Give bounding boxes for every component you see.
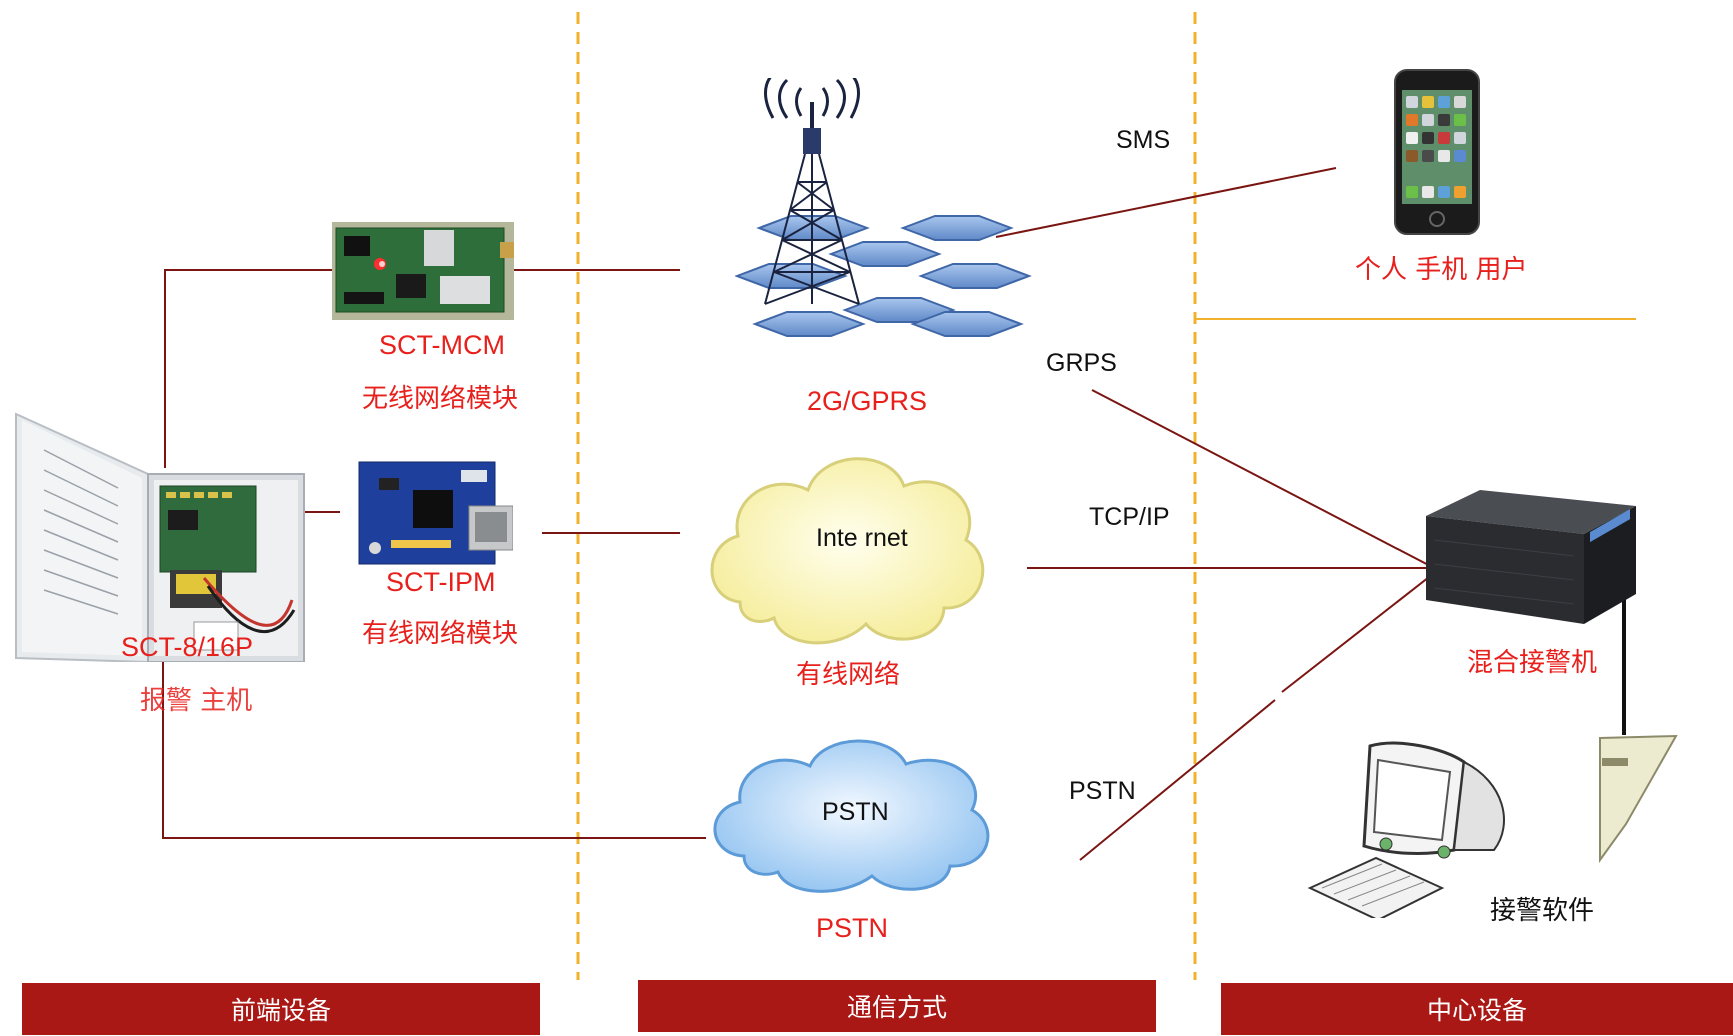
alarm-receiver-image (1426, 490, 1636, 624)
wired-module-board-image (358, 461, 513, 565)
pstn-link-label: PSTN (1069, 777, 1136, 805)
wire-sms (995, 167, 1337, 238)
wired-network-label: 有线网络 (796, 660, 901, 690)
internet-cloud-image (710, 457, 985, 645)
section-comm-bar: 通信方式 (638, 980, 1156, 1032)
mobile-user-label: 个人 手机 用户 (1355, 255, 1528, 285)
section-comm-label: 通信方式 (846, 993, 947, 1022)
cellular-tower-image (735, 78, 1032, 337)
wire-grps (1091, 389, 1439, 571)
smartphone-image (1394, 69, 1480, 235)
computer-workstation-image (1307, 734, 1678, 918)
mcm-name-label: 无线网络模块 (362, 384, 519, 414)
host-model-label: SCT-8/16P (121, 632, 254, 662)
sms-link-label: SMS (1116, 126, 1171, 154)
wire-host-to-mcm (164, 269, 332, 468)
pstn-cloud-text: PSTN (822, 798, 889, 826)
section-center-label: 中心设备 (1426, 996, 1527, 1025)
ipm-model-label: SCT-IPM (386, 567, 496, 597)
wire-pstn-upper (1281, 569, 1439, 693)
host-name-label: 报警 主机 (140, 686, 253, 716)
section-center-bar: 中心设备 (1221, 983, 1733, 1035)
section-front-bar: 前端设备 (22, 983, 540, 1035)
ipm-name-label: 有线网络模块 (362, 619, 519, 649)
pstn-cloud-image (713, 739, 990, 893)
section-front-label: 前端设备 (230, 996, 331, 1025)
software-label: 接警软件 (1490, 896, 1595, 926)
grps-link-label: GRPS (1046, 349, 1117, 377)
wireless-module-board-image (332, 222, 514, 320)
receiver-label: 混合接警机 (1467, 648, 1598, 678)
alarm-host-cabinet-image (15, 412, 305, 662)
tcpip-link-label: TCP/IP (1089, 503, 1170, 531)
wire-pstn (1079, 699, 1276, 861)
pstn-label: PSTN (816, 913, 889, 943)
gprs-label: 2G/GPRS (807, 386, 928, 416)
internet-cloud-text: Inte rnet (816, 524, 908, 552)
wire-host-to-pstn (162, 655, 706, 839)
mcm-model-label: SCT-MCM (379, 330, 505, 360)
